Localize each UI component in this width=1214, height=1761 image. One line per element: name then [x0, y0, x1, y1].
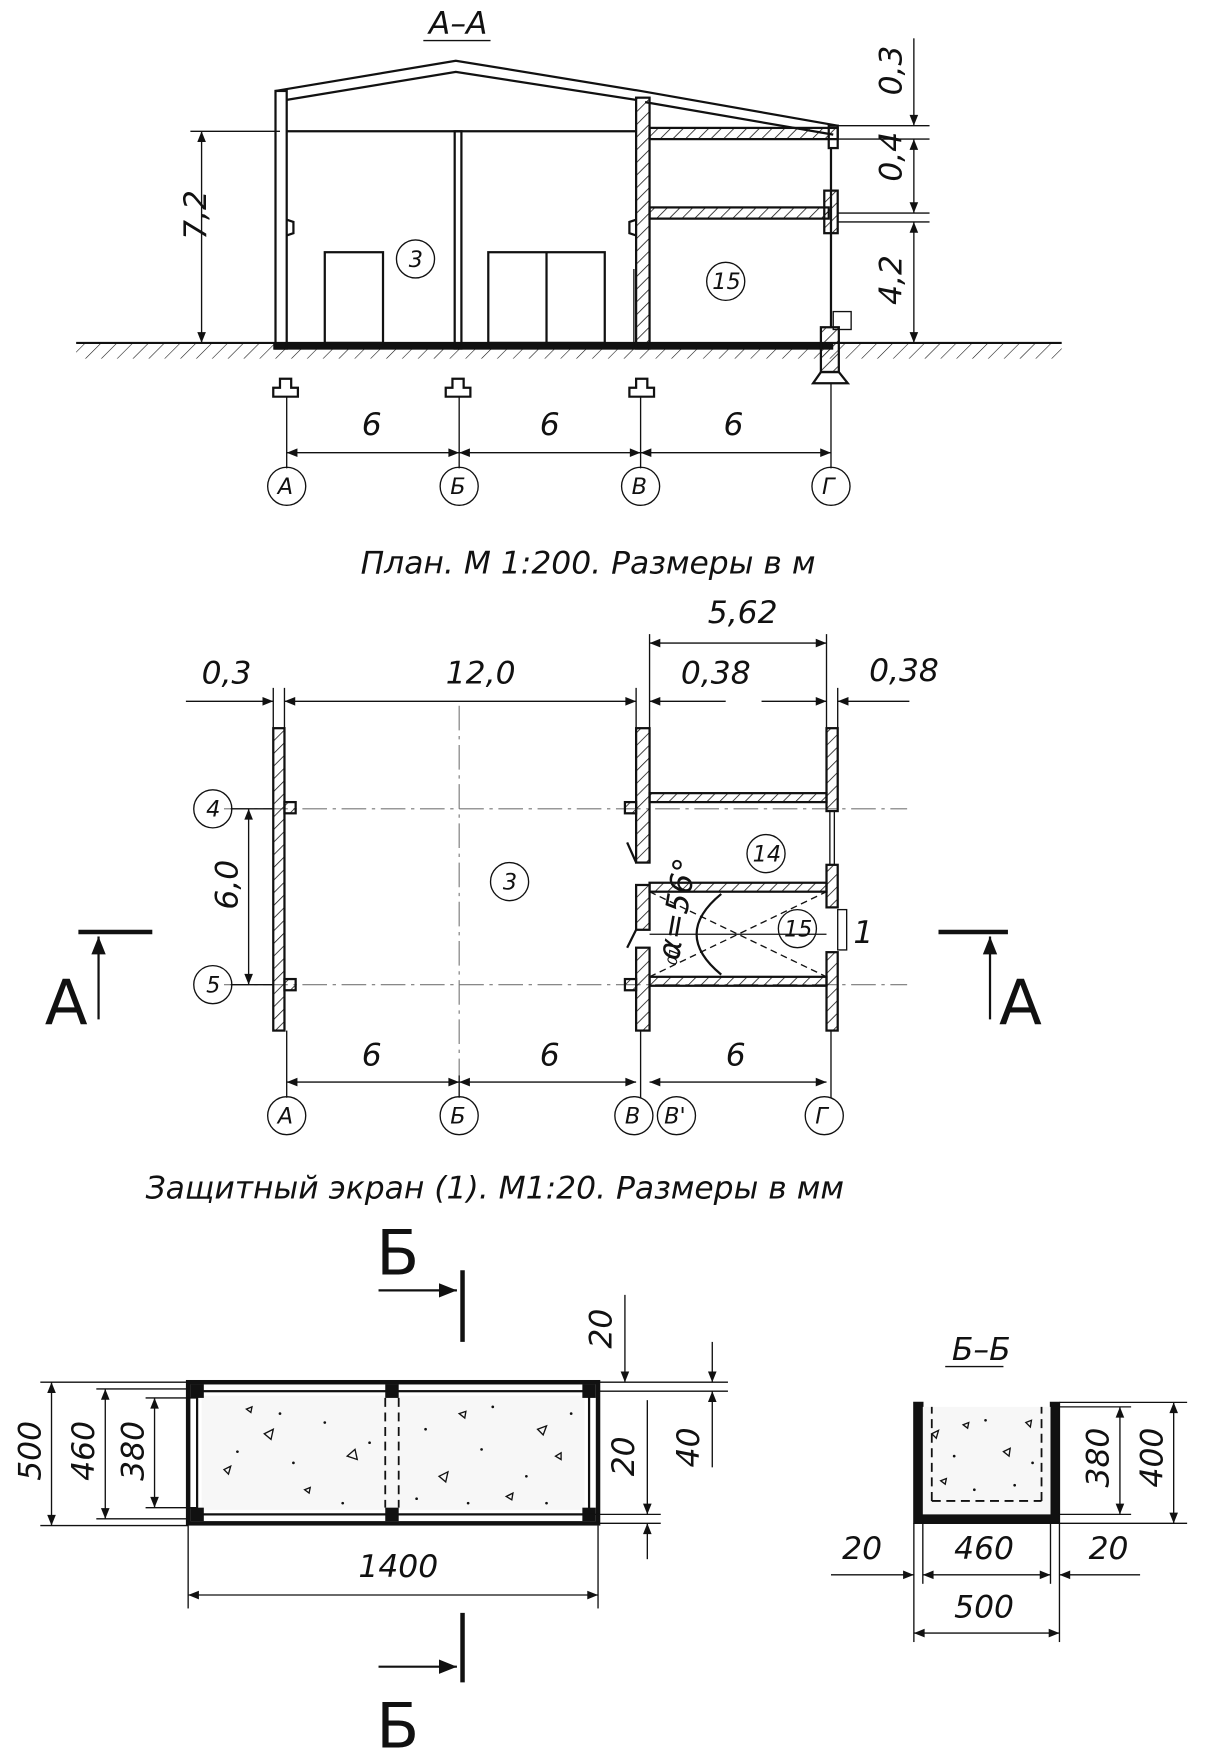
- section-bb-dim-400: 400: [1134, 1428, 1170, 1488]
- section-bb-dim-500: 500: [954, 1589, 1014, 1625]
- plan-dim-0-38-mid: 0,38: [681, 655, 751, 691]
- section-height-0-4: 0,4: [874, 132, 910, 182]
- section-height-7-2: 7,2: [178, 190, 214, 240]
- section-room-15: 15: [712, 269, 740, 295]
- screen-cut-bottom: Б: [376, 1689, 419, 1761]
- section-axis-a: А: [276, 474, 293, 500]
- section-bb-dim-460: 460: [954, 1531, 1014, 1567]
- section-bb-dim-right-20: 20: [1089, 1531, 1129, 1567]
- section-bb: Б–Б 380 400: [830, 1332, 1188, 1643]
- screen-cut-top: Б: [376, 1217, 419, 1290]
- section-aa-title: А–А: [427, 6, 488, 42]
- plan-axis-g: Г: [815, 1104, 829, 1130]
- plan-axis-a: А: [276, 1104, 293, 1130]
- plan-span-1: 6: [362, 1037, 382, 1073]
- section-aa: А–А: [76, 6, 1062, 506]
- plan-alpha-mark: 01: [666, 947, 684, 966]
- plan-cut-a-right: А: [999, 966, 1042, 1039]
- screen-view: Защитный экран (1). М1:20. Размеры в мм …: [12, 1171, 844, 1761]
- section-span-3: 6: [723, 407, 743, 443]
- plan-axis-v-prime: В': [664, 1104, 686, 1130]
- screen-title: Защитный экран (1). М1:20. Размеры в мм: [146, 1171, 844, 1207]
- plan-row-4: 4: [206, 797, 220, 823]
- plan-dim-12-0: 12,0: [446, 655, 516, 691]
- section-room-3: 3: [409, 247, 423, 273]
- plan-angle: α=56°: [651, 855, 704, 962]
- plan-screen-mark: 1: [853, 915, 873, 951]
- section-axis-g: Г: [822, 474, 836, 500]
- plan-span-2: 6: [540, 1037, 560, 1073]
- section-span-2: 6: [540, 407, 560, 443]
- section-bb-dim-left-20: 20: [842, 1531, 882, 1567]
- plan-room-14: 14: [753, 841, 781, 867]
- screen-dim-top-20: 20: [583, 1309, 619, 1349]
- section-bb-title: Б–Б: [952, 1332, 1011, 1368]
- section-height-4-2: 4,2: [874, 255, 910, 305]
- plan-cut-a-left: А: [45, 966, 88, 1039]
- plan-span-3: 6: [726, 1037, 746, 1073]
- plan-dim-0-38-right: 0,38: [869, 653, 939, 689]
- section-axis-v: В: [632, 474, 647, 500]
- plan-dim-6-0: 6,0: [209, 860, 245, 910]
- plan-dim-5-62: 5,62: [708, 595, 778, 631]
- plan-axis-b: Б: [450, 1104, 465, 1130]
- section-span-1: 6: [362, 407, 382, 443]
- section-bb-dim-380: 380: [1081, 1428, 1117, 1488]
- plan-dim-0-3: 0,3: [202, 655, 252, 691]
- plan-axis-v: В: [625, 1104, 640, 1130]
- screen-dim-500: 500: [12, 1421, 48, 1481]
- section-axis-b: Б: [450, 474, 465, 500]
- screen-dim-40: 40: [671, 1427, 707, 1467]
- screen-dim-1400: 1400: [358, 1549, 438, 1585]
- screen-dim-460: 460: [66, 1421, 102, 1481]
- section-height-0-3: 0,3: [874, 46, 910, 96]
- plan-row-5: 5: [206, 972, 220, 998]
- screen-dim-380: 380: [115, 1421, 151, 1481]
- plan: План. М 1:200. Размеры в м α=56°: [45, 546, 1042, 1136]
- plan-room-15: 15: [784, 916, 812, 942]
- plan-title: План. М 1:200. Размеры в м: [361, 546, 816, 582]
- screen-dim-side-20: 20: [606, 1436, 642, 1476]
- plan-room-3: 3: [503, 869, 517, 895]
